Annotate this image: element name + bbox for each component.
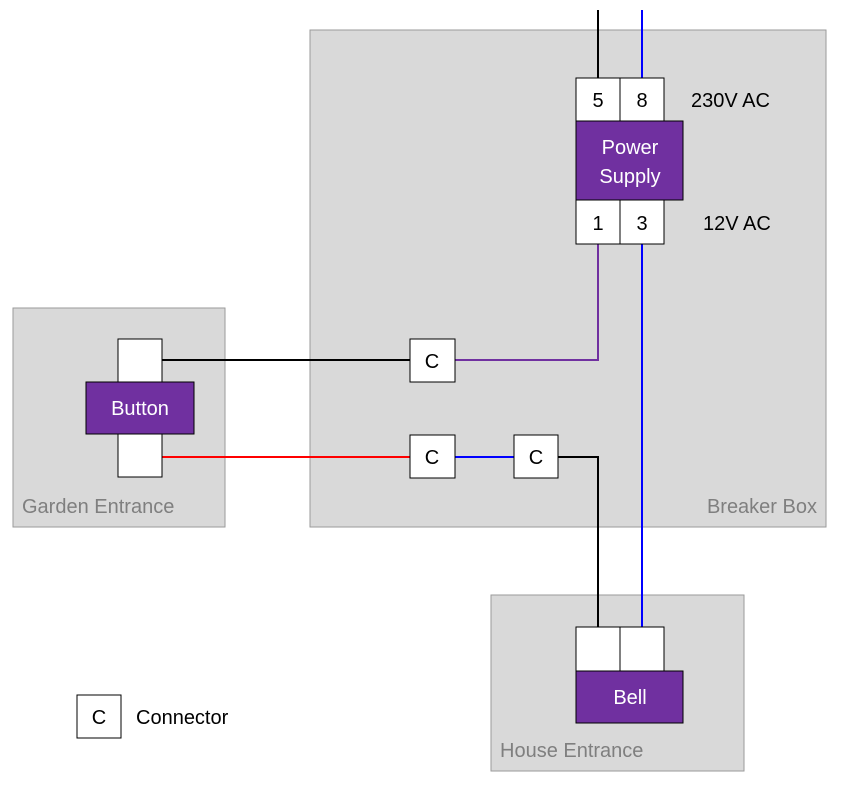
legend: C Connector [76,694,229,739]
terminal-1 [575,199,621,245]
breaker-box-region [309,29,827,528]
connector-to-bell-wire [558,456,599,627]
bell-left-terminal [575,626,621,672]
power-supply: 5 8 Power Supply 1 3 230V AC 12V AC [575,77,771,245]
terminal-3 [619,199,665,245]
terminal-5-label: 5 [592,90,603,112]
power-supply-label-line2: Supply [599,166,660,188]
connector-3: C [513,434,559,479]
legend-symbol-label: C [92,707,106,729]
connector-1-label: C [425,351,439,373]
button-bottom-terminal [117,433,163,478]
terminal-3-label: 3 [636,213,647,235]
bell-right-terminal [619,626,665,672]
input-voltage-label: 230V AC [691,90,770,112]
output-voltage-label: 12V AC [703,213,771,235]
legend-connector-symbol [76,694,122,739]
connector-2-box [409,434,456,479]
button-component: Button [85,338,195,478]
bell-component: Bell [575,626,684,724]
connector-3-box [513,434,559,479]
power-supply-label-line1: Power [602,137,659,159]
terminal-1-label: 1 [592,213,603,235]
terminal-8 [619,77,665,122]
connector-1: C [409,338,456,383]
power-supply-box [575,120,684,201]
button-box [85,381,195,435]
connector-2-label: C [425,447,439,469]
connector-2: C [409,434,456,479]
bell-label: Bell [613,687,646,709]
legend-label: Connector [136,707,229,729]
house-entrance-label: House Entrance [500,740,643,762]
button-top-terminal [117,338,163,383]
button-label: Button [111,398,169,420]
wires [162,10,643,627]
supply-to-connector-wire [455,244,599,361]
bell-box [575,670,684,724]
breaker-box-label: Breaker Box [707,496,817,518]
terminal-8-label: 8 [636,90,647,112]
garden-entrance-label: Garden Entrance [22,496,174,518]
connector-3-label: C [529,447,543,469]
connector-1-box [409,338,456,383]
